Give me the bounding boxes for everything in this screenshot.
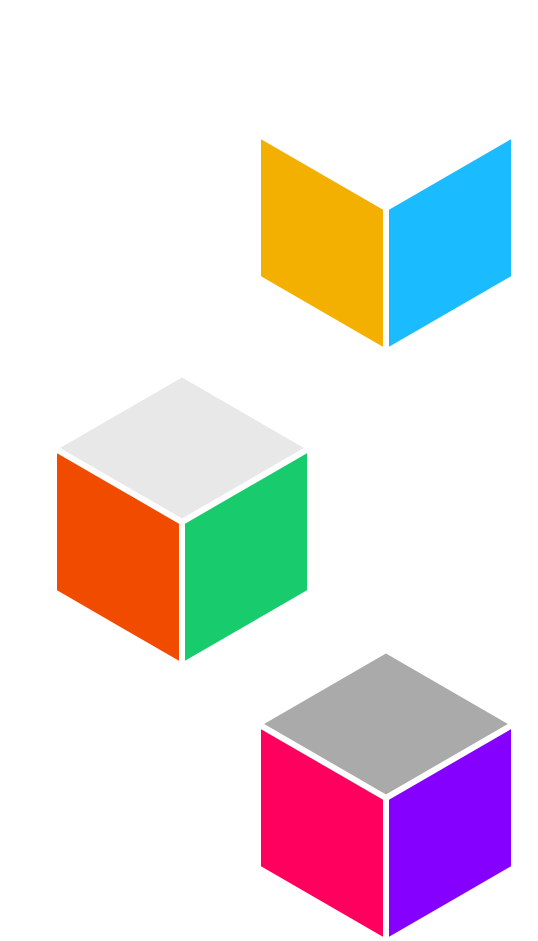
cube-1: [255, 131, 517, 355]
cube-2-right-face: [179, 445, 313, 669]
cube-2: [51, 371, 313, 669]
cube-1-left-face: [255, 131, 389, 355]
cube-3: [255, 647, 517, 941]
cube-3-left-face: [255, 721, 389, 941]
cube-3-right-face: [383, 721, 517, 941]
cube-1-right-face: [383, 131, 517, 355]
